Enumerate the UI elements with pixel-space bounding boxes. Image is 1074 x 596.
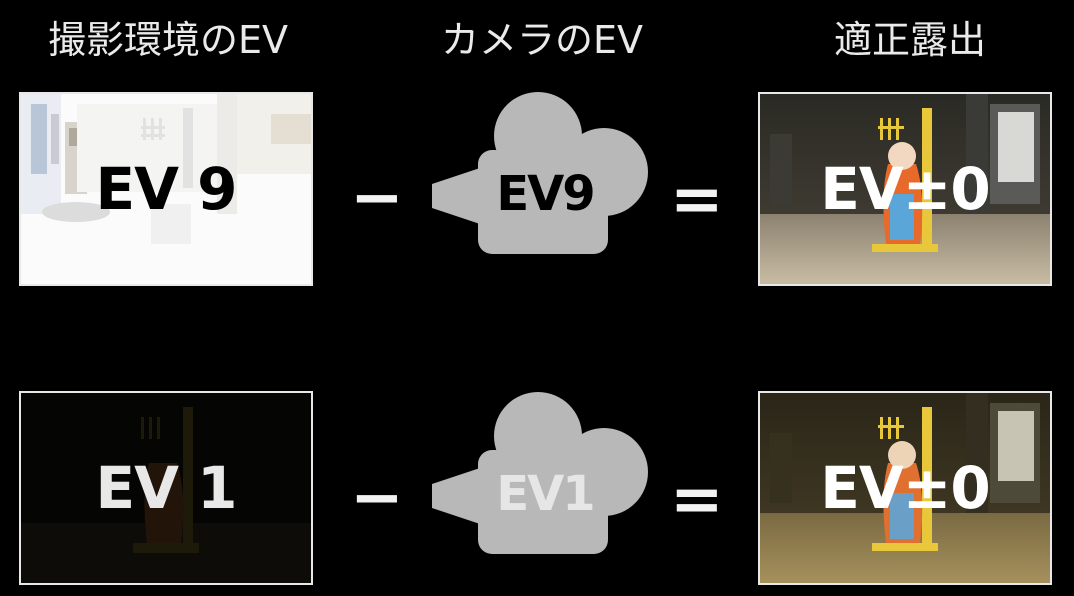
result-ev-label: EV±0 <box>820 454 990 522</box>
minus-operator: − <box>350 161 404 235</box>
camera-ev-graphic: EV9 <box>432 92 652 262</box>
scene-photo-dark: EV 1 <box>19 391 313 585</box>
scene-ev-label: EV 9 <box>95 155 237 223</box>
result-ev-label: EV±0 <box>820 155 990 223</box>
header-scene-ev: 撮影環境のEV <box>47 18 288 62</box>
header-proper-exposure: 適正露出 <box>833 18 986 62</box>
camera-ev-label: EV9 <box>496 166 595 222</box>
movie-camera-icon <box>432 392 648 554</box>
scene-photo-bright: EV 9 <box>19 92 313 286</box>
result-photo-proper: EV±0 <box>758 92 1052 286</box>
equals-operator: = <box>670 463 724 537</box>
camera-ev-label: EV1 <box>496 466 595 522</box>
scene-ev-label: EV 1 <box>95 454 237 522</box>
result-photo-proper: EV±0 <box>758 391 1052 585</box>
equals-operator: = <box>670 163 724 237</box>
movie-camera-icon <box>432 92 648 254</box>
minus-operator: − <box>350 461 404 535</box>
camera-ev-graphic: EV1 <box>432 392 652 562</box>
header-camera-ev: カメラのEV <box>440 18 643 62</box>
